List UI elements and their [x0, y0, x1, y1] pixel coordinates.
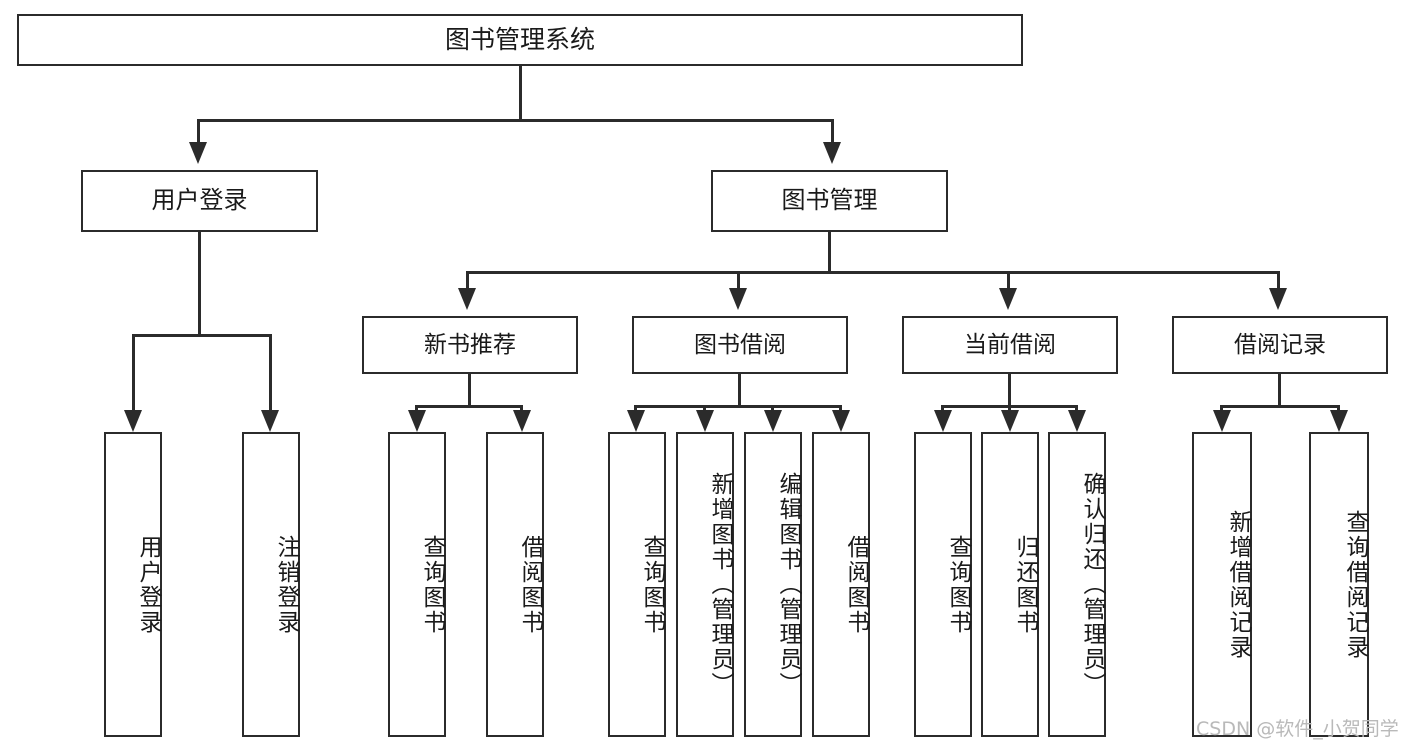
leaf-label: 新增图书（管理员） — [707, 472, 733, 697]
leaf-current-borrow-1[interactable]: 查询图书 — [914, 432, 972, 737]
leaf-user-login-1[interactable]: 用户登录 — [104, 432, 162, 737]
node-book-management[interactable]: 图书管理 — [711, 170, 948, 232]
edge-book-borrow-bus — [634, 405, 842, 408]
edge-borrow-records-to-leaf-2 — [1337, 405, 1340, 413]
edge-user-login-stem — [198, 232, 201, 337]
leaf-label: 查询借阅记录 — [1342, 509, 1368, 660]
node-label: 图书管理系统 — [444, 24, 595, 54]
arrowhead-user-login-leaf-2 — [261, 410, 279, 432]
arrowhead-borrow-records — [1269, 288, 1287, 310]
edge-borrow-records-to-leaf-1 — [1220, 405, 1223, 413]
node-label: 用户登录 — [151, 186, 248, 215]
node-label: 借阅记录 — [1234, 331, 1326, 358]
arrowhead-book-borrow-leaf-3 — [764, 410, 782, 432]
leaf-label: 查询图书 — [419, 534, 445, 635]
edge-root-stem — [519, 64, 522, 121]
edge-new-book-bus — [415, 405, 523, 408]
arrowhead-root-to-user-login — [189, 142, 207, 164]
edge-new-book-to-leaf-2 — [520, 405, 523, 413]
leaf-book-borrow-3[interactable]: 编辑图书（管理员） — [744, 432, 802, 737]
edge-borrow-records-stem — [1278, 374, 1281, 408]
arrowhead-new-book-leaf-2 — [513, 410, 531, 432]
edge-user-login-to-leaf-1 — [132, 334, 135, 412]
leaf-current-borrow-2[interactable]: 归还图书 — [981, 432, 1039, 737]
edge-book-borrow-to-leaf-2 — [703, 405, 706, 413]
edge-user-login-to-leaf-2 — [269, 334, 272, 412]
edge-new-book-stem — [468, 374, 471, 408]
arrowhead-user-login-leaf-1 — [124, 410, 142, 432]
csdn-watermark: CSDN @软件_小贺同学 — [1196, 718, 1399, 740]
edge-book-borrow-to-leaf-4 — [839, 405, 842, 413]
leaf-book-borrow-2[interactable]: 新增图书（管理员） — [676, 432, 734, 737]
node-user-login[interactable]: 用户登录 — [81, 170, 318, 232]
edge-user-login-bus — [132, 334, 271, 337]
leaf-book-borrow-1[interactable]: 查询图书 — [608, 432, 666, 737]
arrowhead-new-book — [458, 288, 476, 310]
edge-book-mgmt-to-current-borrow — [1007, 271, 1010, 289]
arrowhead-current-borrow-leaf-2 — [1001, 410, 1019, 432]
edge-book-borrow-to-leaf-3 — [771, 405, 774, 413]
leaf-book-borrow-4[interactable]: 借阅图书 — [812, 432, 870, 737]
node-label: 新书推荐 — [424, 331, 516, 358]
leaf-label: 用户登录 — [135, 534, 161, 635]
edge-current-borrow-to-leaf-1 — [941, 405, 944, 413]
node-label: 当前借阅 — [964, 331, 1056, 358]
leaf-label: 新增借阅记录 — [1225, 509, 1251, 660]
leaf-label: 查询图书 — [639, 534, 665, 635]
node-current-borrow[interactable]: 当前借阅 — [902, 316, 1118, 374]
arrowhead-book-borrow-leaf-1 — [627, 410, 645, 432]
leaf-label: 编辑图书（管理员） — [775, 472, 801, 697]
arrowhead-new-book-leaf-1 — [408, 410, 426, 432]
edge-book-borrow-to-leaf-1 — [634, 405, 637, 413]
leaf-label: 归还图书 — [1012, 534, 1038, 635]
edge-book-mgmt-to-book-borrow — [737, 271, 740, 289]
leaf-label: 确认归还（管理员） — [1079, 472, 1105, 697]
leaf-new-book-2[interactable]: 借阅图书 — [486, 432, 544, 737]
arrowhead-borrow-records-leaf-2 — [1330, 410, 1348, 432]
edge-book-mgmt-bus — [466, 271, 1280, 274]
edge-root-to-book-mgmt — [831, 119, 834, 144]
edge-book-mgmt-to-borrow-records — [1277, 271, 1280, 289]
leaf-label: 借阅图书 — [517, 534, 543, 635]
node-label: 图书借阅 — [694, 331, 786, 358]
leaf-borrow-records-1[interactable]: 新增借阅记录 — [1192, 432, 1252, 737]
leaf-borrow-records-2[interactable]: 查询借阅记录 — [1309, 432, 1369, 737]
arrowhead-current-borrow — [999, 288, 1017, 310]
arrowhead-root-to-book-mgmt — [823, 142, 841, 164]
arrowhead-book-borrow-leaf-4 — [832, 410, 850, 432]
edge-root-bus — [197, 119, 834, 122]
node-new-book-recommend[interactable]: 新书推荐 — [362, 316, 578, 374]
edge-book-mgmt-to-new-book — [466, 271, 469, 289]
edge-current-borrow-to-leaf-3 — [1075, 405, 1078, 413]
leaf-label: 注销登录 — [273, 534, 299, 635]
leaf-user-login-2[interactable]: 注销登录 — [242, 432, 300, 737]
node-book-borrow[interactable]: 图书借阅 — [632, 316, 848, 374]
arrowhead-current-borrow-leaf-1 — [934, 410, 952, 432]
arrowhead-borrow-records-leaf-1 — [1213, 410, 1231, 432]
edge-book-mgmt-stem — [828, 232, 831, 273]
leaf-label: 借阅图书 — [843, 534, 869, 635]
arrowhead-book-borrow-leaf-2 — [696, 410, 714, 432]
arrowhead-current-borrow-leaf-3 — [1068, 410, 1086, 432]
edge-new-book-to-leaf-1 — [415, 405, 418, 413]
node-borrow-records[interactable]: 借阅记录 — [1172, 316, 1388, 374]
edge-borrow-records-bus — [1220, 405, 1340, 408]
leaf-label: 查询图书 — [945, 534, 971, 635]
leaf-current-borrow-3[interactable]: 确认归还（管理员） — [1048, 432, 1106, 737]
leaf-new-book-1[interactable]: 查询图书 — [388, 432, 446, 737]
node-label: 图书管理 — [781, 186, 878, 215]
arrowhead-book-borrow — [729, 288, 747, 310]
edge-current-borrow-to-leaf-2 — [1008, 405, 1011, 413]
edge-root-to-user-login — [197, 119, 200, 144]
edge-book-borrow-stem — [738, 374, 741, 408]
node-root-system[interactable]: 图书管理系统 — [17, 14, 1023, 66]
edge-current-borrow-stem — [1008, 374, 1011, 408]
